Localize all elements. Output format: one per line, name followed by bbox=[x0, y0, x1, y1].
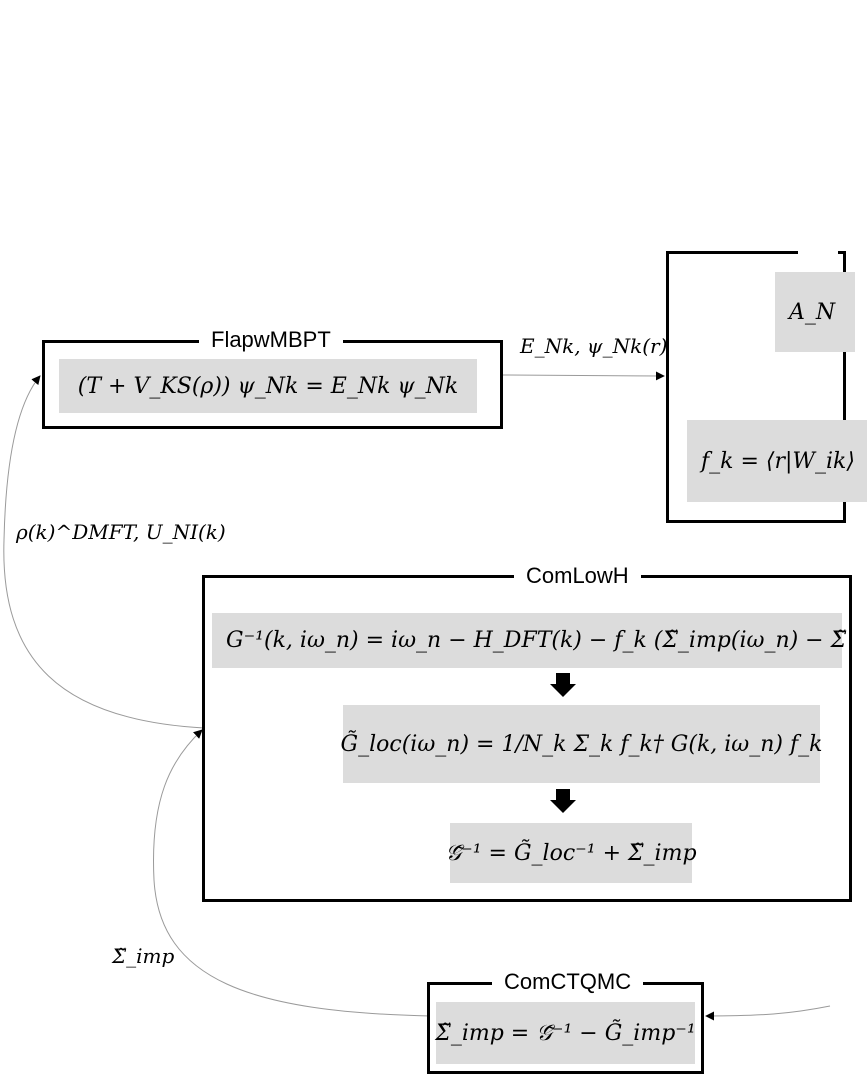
comlowh-equation-1: G⁻¹(k, iω_n) = iω_n − H_DFT(k) − f_k (Σ̃… bbox=[212, 613, 846, 668]
comlowh-to-flapw-label: ρ(k)^DMFT, U_NI(k) bbox=[16, 520, 226, 544]
flapw-equation: (T + V_KS(ρ)) ψ_Nk = E_Nk ψ_Nk bbox=[59, 359, 477, 413]
comlowh-title: ComLowH bbox=[514, 564, 641, 588]
flapw-title: FlapwMBPT bbox=[199, 328, 343, 352]
comctqmc-title: ComCTQMC bbox=[492, 970, 644, 994]
comwann-box: A_N f_k = ⟨r|W_ik⟩ bbox=[666, 251, 867, 523]
comctqmc-box: Σ̃_imp = 𝒢̃⁻¹ − G̃_imp⁻¹ bbox=[427, 982, 704, 1074]
down-arrow-2 bbox=[550, 789, 576, 813]
comctqmc-equation: Σ̃_imp = 𝒢̃⁻¹ − G̃_imp⁻¹ bbox=[435, 1002, 696, 1064]
comlowh-box: G⁻¹(k, iω_n) = iω_n − H_DFT(k) − f_k (Σ̃… bbox=[202, 575, 852, 902]
incoming-to-comctqmc-arrow bbox=[705, 1005, 831, 1021]
comlowh-equation-2: G̃_loc(iω_n) = 1/N_k Σ_k f_k† G(k, iω_n)… bbox=[341, 705, 822, 783]
comctqmc-to-comlowh-arrow bbox=[152, 729, 431, 1017]
flapw-to-comwann-arrow bbox=[501, 371, 665, 381]
down-arrow-1 bbox=[550, 673, 576, 697]
comctqmc-to-comlowh-label: Σ̃_imp bbox=[112, 944, 175, 968]
comlowh-equation-3: 𝒢̃⁻¹ = G̃_loc⁻¹ + Σ̃_imp bbox=[445, 823, 697, 883]
comwann-equation-bottom: f_k = ⟨r|W_ik⟩ bbox=[687, 420, 867, 502]
flapw-box: (T + V_KS(ρ)) ψ_Nk = E_Nk ψ_Nk bbox=[42, 340, 503, 429]
flapw-to-comwann-label: E_Nk, ψ_Nk(r) bbox=[520, 334, 668, 358]
comwann-title-stub bbox=[798, 240, 838, 262]
connector-layer bbox=[3, 371, 831, 1021]
comlowh-to-flapw-arrow bbox=[3, 375, 205, 729]
comwann-equation-top: A_N bbox=[775, 272, 855, 352]
